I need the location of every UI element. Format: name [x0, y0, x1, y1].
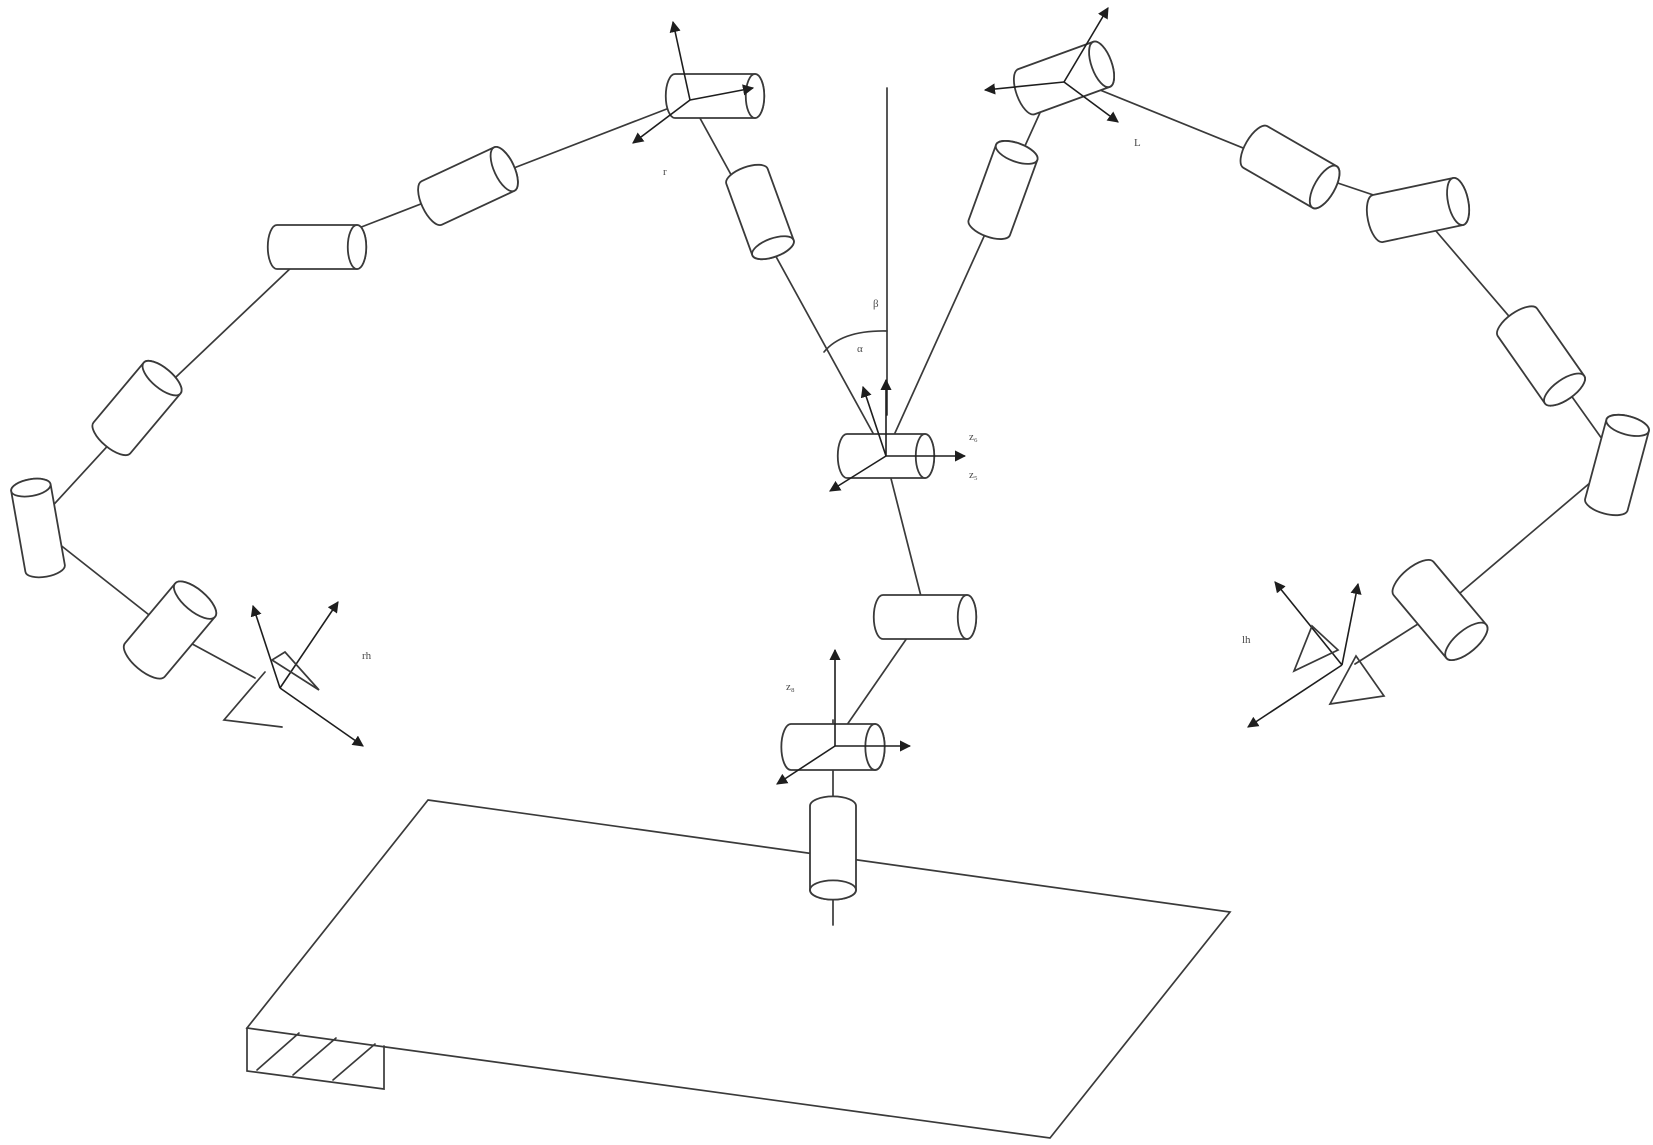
- label-angle-alpha: α: [857, 343, 863, 355]
- right-gripper: [222, 650, 320, 728]
- label-left-arm-frame: L: [1134, 137, 1141, 149]
- base-platform: [245, 799, 1232, 1139]
- joint-left-elbow-2: [1365, 177, 1471, 243]
- joint-left-wrist-2: [1391, 559, 1489, 661]
- label-left-hand: lh: [1242, 634, 1251, 646]
- joint-right-forearm: [91, 359, 183, 457]
- joint-left-upper-arm: [967, 140, 1039, 240]
- joint-right-elbow-2: [266, 224, 368, 270]
- label-axis-z6: z₆: [969, 431, 978, 443]
- joint-left-shoulder: [1012, 40, 1116, 116]
- joint-right-elbow-1: [417, 146, 519, 226]
- joint-right-upper-arm: [725, 163, 795, 261]
- base-block: [246, 1027, 385, 1090]
- label-angle-beta: β: [873, 298, 879, 310]
- joint-waist-upper: [872, 594, 978, 640]
- joint-left-wrist-1: [1584, 413, 1650, 517]
- label-axis-z5: z₅: [969, 469, 978, 481]
- joint-right-wrist-1: [10, 477, 66, 579]
- joint-left-elbow-1: [1239, 124, 1341, 210]
- angle-arc: [823, 330, 888, 353]
- joint-left-forearm: [1496, 305, 1586, 407]
- joints: [10, 40, 1650, 901]
- left-gripper: [1292, 624, 1386, 706]
- joint-right-wrist-2: [122, 580, 218, 680]
- joint-base: [809, 795, 857, 901]
- label-right-hand: rh: [362, 650, 372, 662]
- coordinate-frames: [250, 7, 1362, 785]
- label-axis-z8: z₈: [786, 681, 795, 693]
- label-right-arm-frame: r: [663, 166, 667, 178]
